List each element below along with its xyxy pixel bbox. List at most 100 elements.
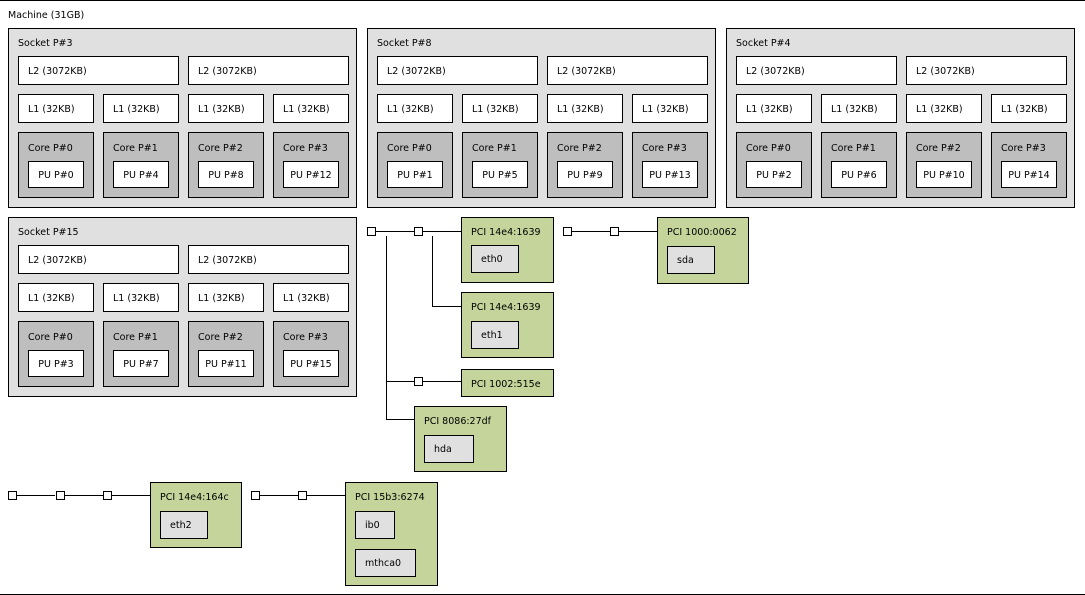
pu-label: PU P#6	[841, 170, 877, 181]
os-device: eth0	[471, 245, 519, 273]
pu-label: PU P#12	[290, 170, 332, 181]
link	[619, 231, 657, 232]
core: Core P#1 PU P#6	[821, 132, 897, 198]
l1-cache-label: L1 (32KB)	[283, 293, 330, 304]
l2-cache: L2 (3072KB)	[547, 56, 708, 85]
l1-cache: L1 (32KB)	[547, 94, 623, 123]
os-device-label: eth2	[170, 520, 192, 531]
pu: PU P#5	[472, 161, 528, 188]
l1-cache: L1 (32KB)	[906, 94, 982, 123]
l1-cache-label: L1 (32KB)	[198, 104, 245, 115]
core-label: Core P#3	[283, 143, 328, 154]
core: Core P#0 PU P#3	[18, 321, 94, 387]
bridge	[563, 227, 572, 236]
core-label: Core P#0	[28, 143, 73, 154]
l1-cache: L1 (32KB)	[188, 94, 264, 123]
pu-label: PU P#3	[38, 359, 74, 370]
l2-cache-label: L2 (3072KB)	[28, 66, 87, 77]
os-device: ib0	[355, 511, 395, 539]
bridge	[103, 491, 112, 500]
link	[260, 495, 298, 496]
l2-cache-label: L2 (3072KB)	[746, 66, 805, 77]
pci-label: PCI 14e4:164c	[160, 492, 229, 503]
core-label: Core P#0	[28, 332, 73, 343]
l1-cache: L1 (32KB)	[18, 283, 94, 312]
l1-cache-label: L1 (32KB)	[916, 104, 963, 115]
socket: Socket P#8 L2 (3072KB) L2 (3072KB) L1 (32KB…	[367, 28, 716, 208]
l1-cache-label: L1 (32KB)	[28, 293, 75, 304]
l2-cache: L2 (3072KB)	[188, 245, 349, 274]
pu: PU P#4	[113, 161, 169, 188]
os-device-label: sda	[677, 255, 694, 266]
bridge	[414, 227, 423, 236]
l1-cache-label: L1 (32KB)	[283, 104, 330, 115]
bridge	[251, 491, 260, 500]
pu-label: PU P#11	[205, 359, 247, 370]
core-label: Core P#3	[283, 332, 328, 343]
pu: PU P#3	[28, 350, 84, 377]
l2-cache: L2 (3072KB)	[188, 56, 349, 85]
core: Core P#2 PU P#10	[906, 132, 982, 198]
l1-cache-label: L1 (32KB)	[831, 104, 878, 115]
link	[376, 231, 414, 232]
l1-cache: L1 (32KB)	[103, 283, 179, 312]
os-device: sda	[667, 246, 715, 274]
link	[432, 306, 461, 307]
core-label: Core P#2	[198, 332, 243, 343]
os-device: mthca0	[355, 549, 416, 577]
socket-label: Socket P#15	[18, 227, 79, 238]
core: Core P#0 PU P#1	[377, 132, 453, 198]
core-label: Core P#1	[831, 143, 876, 154]
l2-cache: L2 (3072KB)	[18, 245, 179, 274]
link	[112, 495, 150, 496]
link	[423, 381, 461, 382]
os-device-label: mthca0	[365, 558, 402, 569]
core: Core P#3 PU P#15	[273, 321, 349, 387]
link	[386, 381, 414, 382]
core: Core P#1 PU P#5	[462, 132, 538, 198]
pu: PU P#6	[831, 161, 887, 188]
l2-cache-label: L2 (3072KB)	[387, 66, 446, 77]
pci-device: PCI 1000:0062 sda	[657, 217, 749, 284]
pci-label: PCI 8086:27df	[424, 416, 492, 427]
pu: PU P#15	[283, 350, 339, 377]
l2-cache-label: L2 (3072KB)	[28, 255, 87, 266]
bridge	[298, 491, 307, 500]
bridge	[8, 491, 17, 500]
link	[17, 495, 55, 496]
socket-label: Socket P#3	[18, 38, 73, 49]
core-label: Core P#1	[472, 143, 517, 154]
core-label: Core P#2	[916, 143, 961, 154]
l1-cache-label: L1 (32KB)	[746, 104, 793, 115]
l1-cache-label: L1 (32KB)	[642, 104, 689, 115]
pci-label: PCI 1000:0062	[667, 227, 737, 238]
pu: PU P#1	[387, 161, 443, 188]
bridge	[367, 227, 376, 236]
l1-cache-label: L1 (32KB)	[387, 104, 434, 115]
pu: PU P#12	[283, 161, 339, 188]
pu-label: PU P#10	[923, 170, 965, 181]
os-device-label: ib0	[365, 520, 380, 531]
l2-cache: L2 (3072KB)	[377, 56, 538, 85]
core-label: Core P#0	[387, 143, 432, 154]
machine-label: Machine (31GB)	[8, 10, 85, 21]
core-label: Core P#2	[557, 143, 602, 154]
link	[423, 231, 461, 232]
l2-cache-label: L2 (3072KB)	[916, 66, 975, 77]
l1-cache-label: L1 (32KB)	[113, 104, 160, 115]
l2-cache-label: L2 (3072KB)	[198, 66, 257, 77]
link	[65, 495, 103, 496]
bridge	[56, 491, 65, 500]
socket-label: Socket P#8	[377, 38, 432, 49]
core-label: Core P#2	[198, 143, 243, 154]
core-label: Core P#1	[113, 332, 158, 343]
